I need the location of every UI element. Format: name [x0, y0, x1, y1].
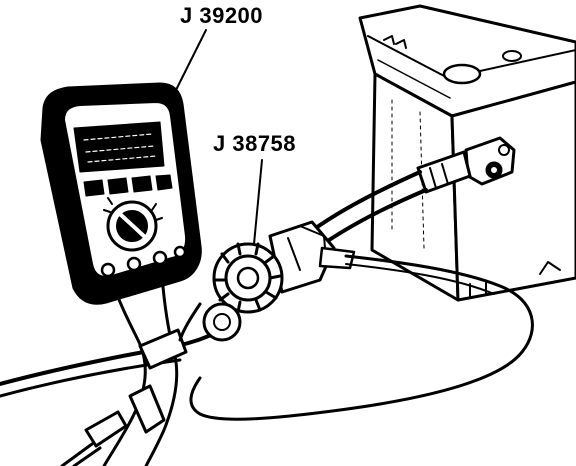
- meter-leader-line: [169, 29, 207, 103]
- current-adapter-switch-icon: [202, 220, 356, 342]
- adapter-leader-line: [253, 159, 263, 245]
- battery-terminal-clamp-icon: [416, 136, 516, 194]
- test-leads-icon: [60, 254, 534, 466]
- digital-multimeter-icon: [40, 82, 202, 305]
- meter-tool-callout: J 39200: [180, 3, 264, 28]
- adapter-tool-callout: J 38758: [213, 131, 297, 156]
- battery-icon: [358, 4, 576, 302]
- callout-leaders: [169, 29, 263, 245]
